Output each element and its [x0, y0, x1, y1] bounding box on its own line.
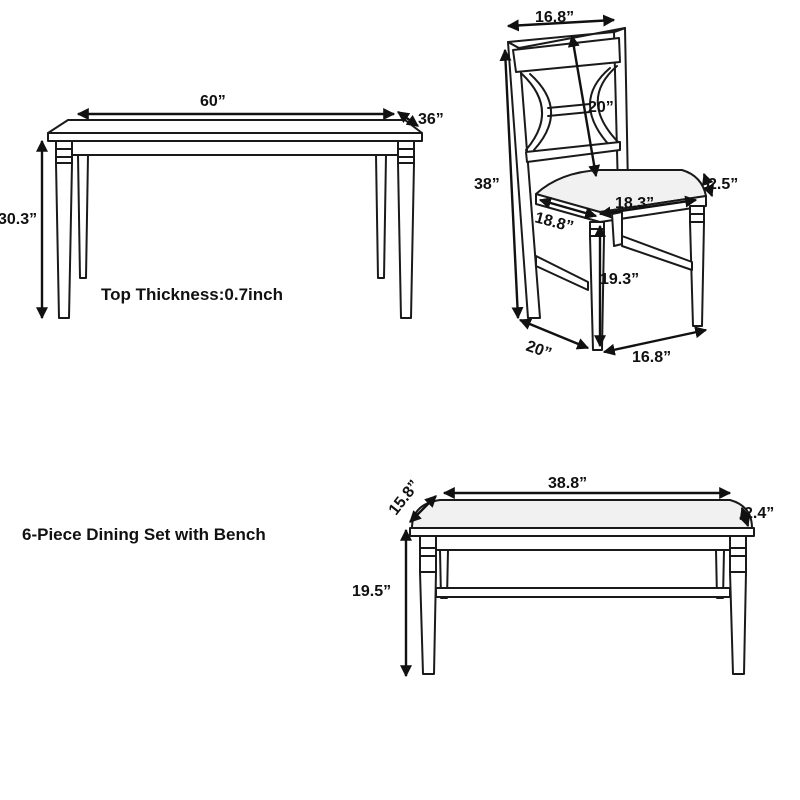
table-leg-right	[397, 140, 415, 319]
chair-lower-back-rail	[525, 141, 621, 163]
table-apron	[63, 140, 409, 156]
table-length-label: 60”	[200, 93, 226, 110]
table-top	[47, 119, 423, 134]
chair-total-height-label: 38”	[474, 176, 500, 193]
table-depth-label: 36”	[418, 111, 444, 128]
chair-base-depth-label: 20”	[524, 338, 554, 363]
bench-seat-frame	[409, 527, 755, 537]
bench-apron	[431, 535, 733, 551]
chair-total-height-dimension-line	[499, 48, 524, 320]
chair-side-stretcher-left	[535, 255, 589, 291]
bench-leg-right	[729, 535, 747, 675]
bench-seat-thickness-label: 2.4”	[744, 505, 774, 522]
chair-top-width-label: 16.8”	[535, 9, 574, 26]
product-caption: 6-Piece Dining Set with Bench	[22, 525, 266, 544]
table-drawing	[47, 119, 423, 319]
chair-back-height-dimension-line	[567, 34, 601, 178]
chair-drawing	[507, 27, 707, 351]
chair-seat-depth-dimension-line	[538, 197, 598, 219]
chair-seat-height-label: 19.3”	[600, 271, 639, 288]
table-height-label: 30.3”	[0, 211, 37, 228]
bench-seat-thickness-dimension-line	[738, 506, 752, 528]
chair-base-width-dimension-line	[602, 326, 708, 356]
chair-back-post-left	[507, 41, 541, 319]
table-depth-dimension-line	[397, 111, 419, 127]
chair-seat-width-dimension-line	[598, 195, 698, 219]
bench-length-label: 38.8”	[548, 475, 587, 492]
chair-back-arc-left	[521, 73, 543, 151]
chair-side-stretcher-right	[621, 235, 693, 271]
table-leg-back-right	[375, 154, 387, 279]
bench-stretcher	[435, 587, 731, 598]
chair-seat-width-label: 18.3”	[615, 195, 654, 212]
bench-depth-dimension-line	[409, 495, 437, 523]
chair-top-width-dimension-line	[506, 14, 616, 32]
table-leg-left	[55, 140, 73, 319]
chair-base-width-label: 16.8”	[632, 349, 671, 366]
bench-leg-left	[419, 535, 437, 675]
bench-height-label: 19.5”	[352, 583, 391, 600]
bench-seat-cushion	[411, 499, 753, 529]
chair-back-height-label: 20”	[588, 99, 614, 116]
table-top-thickness-note: Top Thickness:0.7inch	[101, 285, 283, 304]
bench-drawing	[409, 499, 755, 675]
chair-back-leg-right	[611, 211, 623, 247]
chair-base-depth-dimension-line	[518, 318, 590, 350]
table-top-edge	[47, 132, 423, 142]
chair-seat-thickness-dimension-line	[702, 172, 714, 198]
chair-seat-thickness-label: 2.5”	[708, 176, 738, 193]
table-leg-back-left	[77, 154, 89, 279]
